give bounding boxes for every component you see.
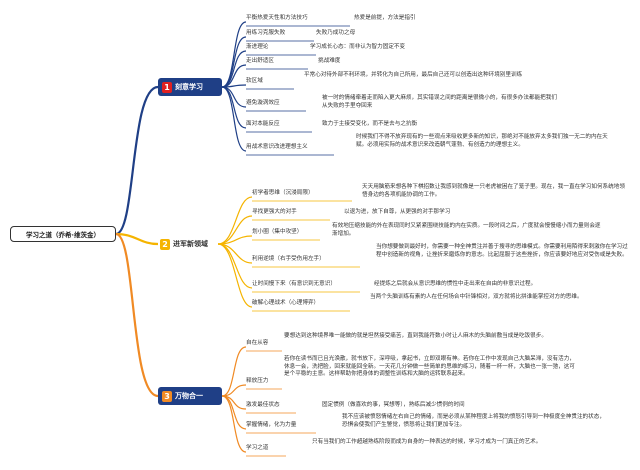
b3-item-desc: 若你在读书而已且光涣散，就书放下，深呼吸，拿起书，立即双眼有神。若你在工作中发现… — [284, 356, 575, 378]
b1-connector — [221, 86, 247, 152]
b3-connector — [221, 346, 247, 397]
b1-item-desc: 挑战难度 — [318, 58, 341, 64]
topic-new-field[interactable]: 2 进军新领域 — [158, 235, 218, 253]
b2-item-desc: 当两个头脑训练有素的人在任何场合中针锋相对，双方就将比拼谁能掌控对方的思维。 — [370, 294, 583, 300]
b2-item-label: 让时间慢下来（有意识到无意识） — [252, 281, 336, 287]
number-badge: 1 — [162, 81, 172, 93]
b2-connector — [217, 243, 253, 308]
b2-item-desc: 经提炼之后就会从意识思维的惯性中走出来在自由的非意识过程。 — [374, 281, 537, 287]
topic-label: 刻意学习 — [175, 83, 203, 91]
b2-item-desc: 有效地压缩技能的外在表现同时又紧紧围绕技能的内在实质。一段时间之后，广度就会慢慢… — [332, 223, 601, 237]
b2-connector — [217, 243, 253, 289]
b2-item-label: 破解心理战术（心理博弈） — [252, 300, 320, 306]
b1-item-label: 避免漩涡效应 — [246, 100, 280, 106]
b3-item-desc: 只有当我们的工作超越熟练阶段而成为自身的一种表达的时候，学习才成为一门真正的艺术… — [312, 439, 542, 445]
root-connector-1 — [115, 85, 159, 236]
root-connector-3 — [115, 232, 159, 398]
b2-connector — [217, 215, 253, 245]
b1-item-label: 用战术意识改进理想主义 — [246, 144, 308, 150]
b2-item-label: 初学者思维（沉浸局限） — [252, 190, 314, 196]
root-topic[interactable]: 学习之道（乔希·维茨金） — [10, 226, 116, 242]
b1-item-label: 走出舒适区 — [246, 58, 274, 64]
topic-label: 万物合一 — [175, 392, 203, 400]
b2-item-label: 寻找更强大的对手 — [252, 209, 297, 215]
b1-item-desc: 平常心对待外部不利环境，并转化为自己所用，最后自己还可以创造出这种环境别里训练 — [304, 72, 523, 78]
b2-item-label: 利用逆境（右手受伤用左手） — [252, 256, 325, 262]
number-badge: 3 — [162, 390, 172, 402]
b1-item-desc: 学习成长心态：而非认为智力固定不变 — [310, 44, 406, 50]
b1-item-label: 渐进理论 — [246, 44, 269, 50]
b2-connector — [217, 243, 253, 264]
b1-connector — [221, 86, 247, 108]
b1-item-desc: 热爱是前提，方法是指引 — [354, 15, 416, 21]
b3-item-label: 掌握情绪，化为力量 — [246, 422, 297, 428]
b3-item-desc: 要想达到这种境界唯一能做的就是坦然接受痛苦，直到我能符数小时让人麻木的头脑前敷当… — [284, 333, 547, 339]
b3-item-label: 自在从容 — [246, 340, 269, 346]
b3-item-desc: 固定惯例（做喜欢的事，冥想等），熟练后减少惯例的时间 — [322, 402, 465, 408]
b1-item-desc: 失败乃成功之母 — [316, 30, 356, 36]
b3-item-label: 激发最佳状态 — [246, 402, 280, 408]
b1-item-label: 用练习克服失败 — [246, 30, 286, 36]
b3-item-label: 释放压力 — [246, 378, 269, 384]
number-badge: 2 — [160, 238, 170, 250]
b1-item-label: 平衡热爱天性和方法技巧 — [246, 15, 308, 21]
b1-item-desc: 致力于主接受变化，而不是去与之抗衡 — [322, 121, 418, 127]
topic-deliberate-learning[interactable]: 1 刻意学习 — [158, 78, 222, 96]
topic-label: 进军新领域 — [173, 240, 208, 248]
b3-item-desc: 我不应该被愤怒情绪左右自己的情绪，而是必须从某种程度上将我的愤怒引导到一种极度全… — [342, 414, 605, 428]
b2-item-desc: 以退为进，放下自尊，从更强的对手那学习 — [344, 209, 451, 215]
topic-all-in-one[interactable]: 3 万物合一 — [158, 387, 222, 405]
b2-item-desc: 天天用脑筋来想各种下棋招数让我感到就像是一只老虎被困在了笼子里。现在，我一直在学… — [362, 184, 625, 198]
b2-connector — [217, 196, 253, 245]
b3-connector — [221, 395, 247, 453]
b1-item-desc: 被一时的情绪牵着走而陷入更大麻烦，其实错误之间的距离是很微小的，有很多办法都能把… — [322, 95, 557, 109]
b1-connector — [221, 36, 247, 88]
b1-item-label: 面对本能反应 — [246, 121, 280, 127]
b1-item-label: 软区域 — [246, 78, 263, 84]
b2-item-label: 划小圈（集中攻坚） — [252, 229, 303, 235]
b2-item-desc: 当你想要做到最好时，你需要一种全神贯注并善于搜寻的思维模式。你需要利用陌得来刺激… — [376, 244, 628, 258]
b1-item-desc: 时候我们不得不放弃现有的一些观点来吸收更多新的知识，那绝对不能放弃太多我们独一无… — [356, 134, 608, 148]
root-connector-2 — [115, 232, 159, 246]
b3-item-label: 学习之道 — [246, 445, 269, 451]
